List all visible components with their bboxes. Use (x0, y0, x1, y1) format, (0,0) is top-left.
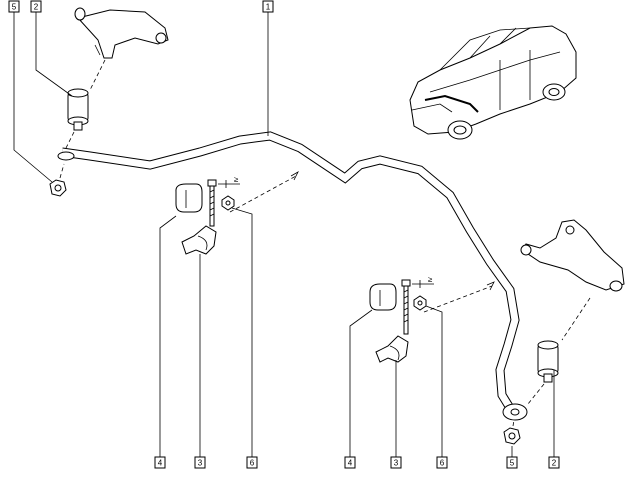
control-arm-left (74, 7, 169, 91)
svg-text:4: 4 (348, 459, 353, 468)
svg-text:2: 2 (552, 459, 557, 468)
vehicle-illustration (409, 25, 577, 140)
link-right (527, 340, 559, 405)
callout-5-top-left: 5 (8, 0, 20, 13)
svg-text:2: 2 (34, 3, 39, 12)
callout-5-right: 5 (506, 456, 518, 469)
svg-text:5: 5 (510, 459, 515, 468)
callout-4-left: 4 (154, 456, 166, 469)
callout-3-right: 3 (390, 456, 402, 469)
svg-text:4: 4 (158, 459, 163, 468)
svg-text:3: 3 (394, 459, 399, 468)
nut-left (49, 163, 67, 197)
torque-symbol-left: ≥ (234, 175, 239, 184)
callout-2-right: 2 (548, 456, 560, 469)
torque-symbol-right: ≥ (428, 275, 433, 284)
callout-2-top-left: 2 (30, 0, 42, 13)
stabilizer-bar (57, 131, 528, 421)
nut-right (503, 419, 521, 445)
control-arm-right (520, 219, 625, 341)
callout-4-right: 4 (344, 456, 356, 469)
callout-6-right: 6 (436, 456, 448, 469)
bushing-group-right: ≥ (369, 275, 495, 363)
svg-text:6: 6 (440, 459, 445, 468)
svg-text:1: 1 (266, 3, 271, 12)
callout-1: 1 (262, 0, 274, 13)
callout-6-left: 6 (246, 456, 258, 469)
bushing-group-left: ≥ (175, 170, 299, 255)
svg-text:6: 6 (250, 459, 255, 468)
link-left (65, 88, 89, 149)
svg-text:5: 5 (12, 3, 17, 12)
callout-3-left: 3 (194, 456, 206, 469)
leader-lines (13, 12, 555, 460)
svg-text:3: 3 (198, 459, 203, 468)
